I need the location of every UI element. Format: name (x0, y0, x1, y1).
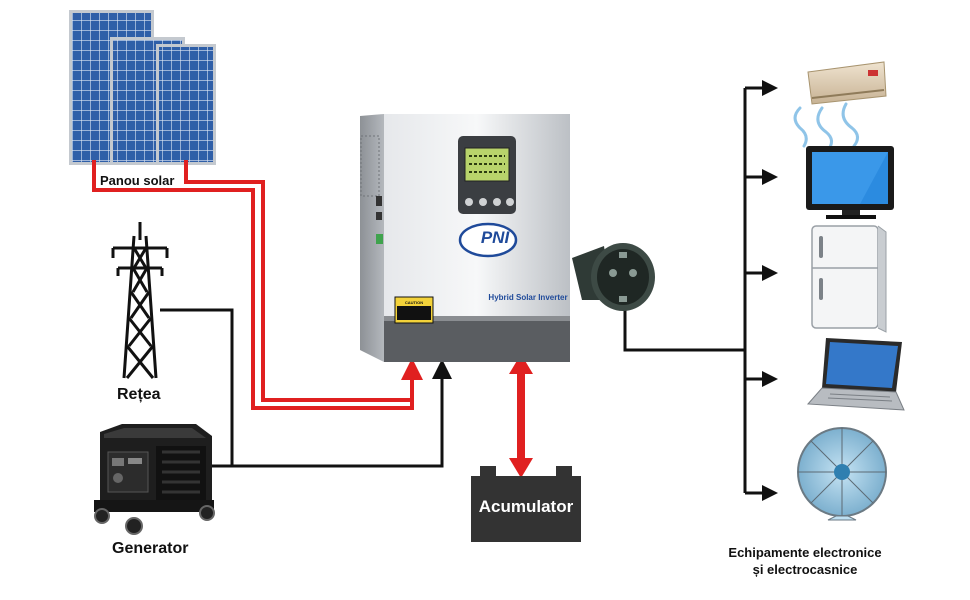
solar-panel-icon (69, 10, 216, 165)
inverter-brand: PNI (480, 228, 510, 247)
socket-icon (572, 243, 655, 311)
ac-input-arrow (432, 359, 452, 379)
solar-panel-label: Panou solar (100, 173, 175, 188)
brand-logo (458, 222, 518, 258)
ac-input-line (160, 308, 444, 468)
output-arrows (762, 80, 778, 501)
solar-dc-line (92, 160, 414, 410)
inverter-model-label: Hybrid Solar Inverter (488, 293, 568, 302)
power-tower-icon (111, 222, 169, 379)
battery-line (509, 354, 533, 478)
equipment-label-line2: și electrocasnice (752, 562, 858, 577)
inverter-icon (360, 114, 570, 362)
laptop-icon (806, 338, 905, 411)
generator-icon (94, 424, 215, 535)
solar-input-arrow (401, 358, 423, 380)
battery-label: Acumulator (478, 497, 574, 516)
equipment-label: Echipamente electronice și electrocasnic… (700, 544, 910, 578)
generator-label: Generator (112, 540, 189, 557)
grid-label: Rețea (117, 386, 161, 403)
air-conditioner-icon (793, 61, 887, 152)
battery-icon (471, 466, 581, 542)
fan-icon (797, 427, 887, 521)
tv-icon (806, 146, 894, 219)
equipment-label-line1: Echipamente electronice (728, 545, 882, 560)
caution-label: CAUTION (404, 300, 424, 305)
fridge-icon (811, 225, 887, 333)
